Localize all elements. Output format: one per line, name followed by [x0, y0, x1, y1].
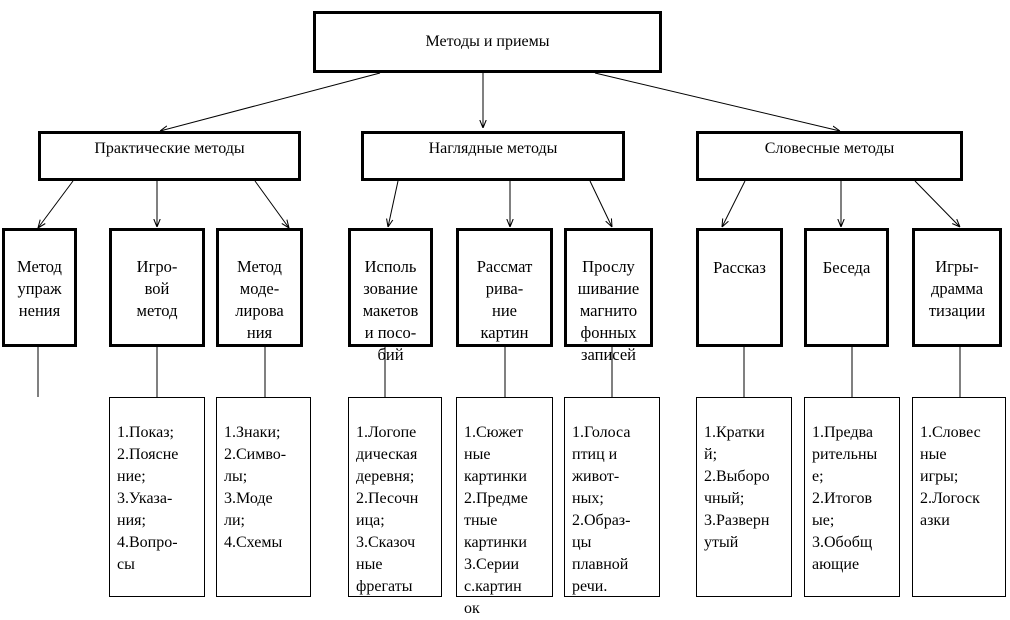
method-pictures-label: Рассмат рива- ние картин — [476, 257, 533, 342]
detail-listening: 1.Голоса птиц и живот- ных; 2.Образ- цы … — [564, 397, 660, 597]
category-practical: Практические методы — [38, 131, 301, 181]
method-story-label: Рассказ — [713, 257, 766, 277]
method-listening-label: Прослу шивание магнито фонных записей — [577, 257, 640, 364]
root-label: Методы и приемы — [425, 33, 550, 50]
detail-listening-text: 1.Голоса птиц и живот- ных; 2.Образ- цы … — [572, 424, 631, 595]
method-listening: Прослу шивание магнито фонных записей — [564, 228, 653, 364]
detail-game-text: 1.Показ; 2.Поясне ние; 3.Указа- ния; 4.В… — [117, 424, 179, 573]
method-layouts: Исполь зование макетов и посо- бий — [348, 228, 433, 364]
detail-pictures: 1.Сюжет ные картинки 2.Предме тные карти… — [456, 397, 553, 617]
detail-layouts-text: 1.Логопе дическая деревня; 2.Песочн ица;… — [356, 424, 419, 595]
arrow-root-to-verbal — [594, 72, 840, 131]
arrow-verbal-to-dramatization — [914, 180, 960, 227]
category-visual-label: Наглядные методы — [428, 140, 558, 157]
arrow-practical-to-exercise — [38, 180, 74, 228]
method-story: Рассказ — [696, 228, 783, 347]
detail-pictures-text: 1.Сюжет ные картинки 2.Предме тные карти… — [464, 424, 528, 617]
detail-story-text: 1.Кратки й; 2.Выборо чный; 3.Разверн уты… — [704, 424, 770, 551]
arrow-visual-to-listening — [589, 180, 612, 227]
detail-game: 1.Показ; 2.Поясне ние; 3.Указа- ния; 4.В… — [109, 397, 205, 597]
detail-modeling: 1.Знаки; 2.Симво- лы; 3.Моде ли; 4.Схемы — [216, 397, 311, 597]
category-visual: Наглядные методы — [361, 131, 625, 181]
detail-layouts: 1.Логопе дическая деревня; 2.Песочн ица;… — [348, 397, 442, 597]
method-talk: Беседа — [804, 228, 889, 347]
arrow-root-to-practical — [160, 72, 381, 131]
root-node: Методы и приемы — [313, 11, 662, 73]
detail-talk: 1.Предва рительны е; 2.Итогов ые; 3.Обоб… — [804, 397, 900, 597]
method-dramatization-label: Игры- драмма тизации — [928, 257, 986, 320]
method-modeling: Метод моде- лирова ния — [216, 228, 303, 347]
category-verbal: Словесные методы — [696, 131, 963, 181]
method-talk-label: Беседа — [822, 257, 871, 277]
method-game: Игро- вой метод — [109, 228, 205, 347]
method-pictures: Рассмат рива- ние картин — [456, 228, 553, 347]
method-modeling-label: Метод моде- лирова ния — [235, 257, 284, 342]
connector-lines — [0, 72, 1010, 397]
detail-modeling-text: 1.Знаки; 2.Симво- лы; 3.Моде ли; 4.Схемы — [224, 424, 287, 551]
detail-story: 1.Кратки й; 2.Выборо чный; 3.Разверн уты… — [696, 397, 792, 597]
method-dramatization: Игры- драмма тизации — [912, 228, 1002, 347]
detail-talk-text: 1.Предва рительны е; 2.Итогов ые; 3.Обоб… — [812, 424, 878, 573]
arrow-practical-to-modeling — [254, 180, 289, 228]
arrow-visual-to-layouts — [388, 180, 399, 227]
method-game-label: Игро- вой метод — [136, 257, 178, 320]
method-exercise: Метод упраж нения — [2, 228, 77, 347]
arrow-verbal-to-story — [722, 180, 746, 227]
category-verbal-label: Словесные методы — [764, 140, 895, 157]
method-layouts-label: Исполь зование макетов и посо- бий — [362, 257, 419, 364]
method-exercise-label: Метод упраж нения — [17, 257, 62, 320]
category-practical-label: Практические методы — [94, 140, 245, 157]
detail-dramatization-text: 1.Словес ные игры; 2.Логоск азки — [920, 424, 981, 529]
detail-dramatization: 1.Словес ные игры; 2.Логоск азки — [912, 397, 1006, 597]
